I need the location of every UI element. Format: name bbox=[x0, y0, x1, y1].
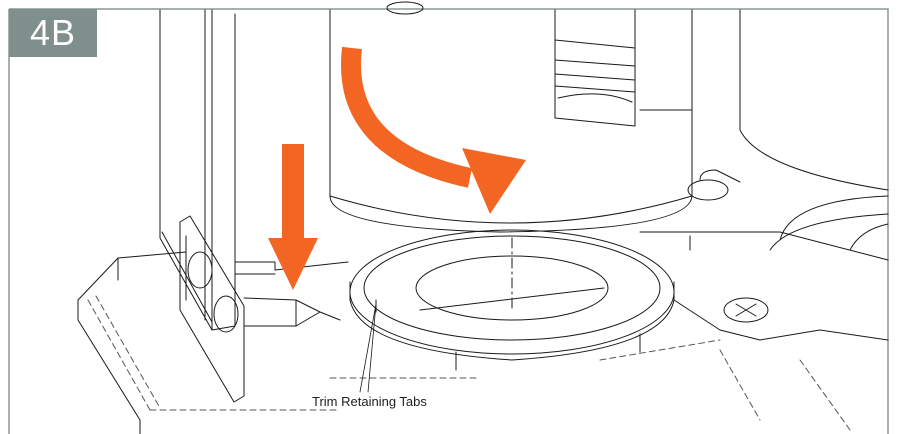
down-arrow-icon bbox=[268, 144, 318, 290]
callout-label: Trim Retaining Tabs bbox=[312, 394, 427, 409]
right-cylinder bbox=[739, 9, 889, 191]
base-plate bbox=[77, 251, 187, 434]
cylinder-housing bbox=[329, 9, 693, 233]
step-badge: 4B bbox=[9, 9, 97, 57]
right-plate bbox=[639, 231, 889, 341]
line-drawing bbox=[77, 1, 889, 434]
rotate-arrow-icon bbox=[341, 46, 526, 214]
trim-ring bbox=[349, 229, 675, 371]
panel-frame bbox=[8, 8, 889, 434]
side-bracket bbox=[179, 215, 245, 403]
callout-leader bbox=[359, 303, 377, 393]
